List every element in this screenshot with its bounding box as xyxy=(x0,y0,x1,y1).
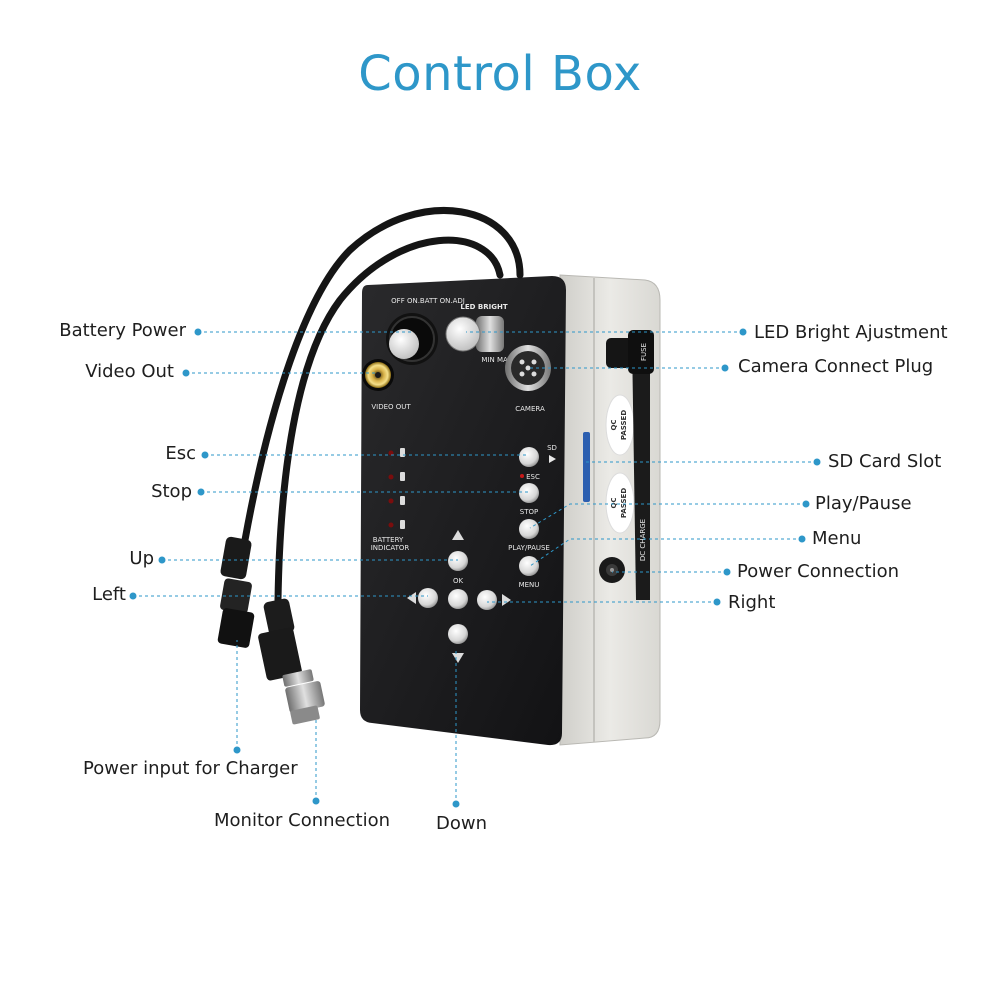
battery-indicator-label-1: BATTERY xyxy=(373,536,404,544)
callout-esc: Esc xyxy=(165,443,196,464)
callout-up: Up xyxy=(129,548,154,569)
callout-sd-card-slot: SD Card Slot xyxy=(828,451,942,472)
esc-panel-label: ESC xyxy=(526,473,540,481)
callout-stop: Stop xyxy=(151,481,192,502)
qc-sticker-2-line2: PASSED xyxy=(620,488,628,518)
sd-card-slot[interactable] xyxy=(583,432,590,502)
up-button[interactable] xyxy=(448,551,468,571)
callout-right: Right xyxy=(728,592,776,613)
down-arrow-icon xyxy=(452,653,464,663)
menu-panel-label: MENU xyxy=(519,581,540,589)
qc-sticker-1-line1: QC xyxy=(610,419,618,430)
play-pause-panel-label: PLAY/PAUSE xyxy=(508,544,550,552)
callout-power-connection: Power Connection xyxy=(737,561,899,582)
charge-label: DC CHARGE xyxy=(639,519,647,561)
battery-indicator-leds xyxy=(388,448,405,529)
power-connection-jack[interactable] xyxy=(599,557,625,583)
callout-led-bright-adjustment: LED Bright Ajustment xyxy=(754,322,948,343)
esc-led xyxy=(520,474,524,478)
ok-button[interactable] xyxy=(448,589,468,609)
camera-panel-label: CAMERA xyxy=(515,405,545,413)
callout-battery-power: Battery Power xyxy=(59,320,186,341)
switch-positions-label: OFF ON.BATT ON.ADJ xyxy=(391,297,465,305)
right-button[interactable] xyxy=(477,590,497,610)
sd-arrow-icon xyxy=(549,455,556,463)
battery-power-knob[interactable] xyxy=(386,313,438,365)
leader-dots xyxy=(129,328,821,808)
camera-connector[interactable] xyxy=(505,345,551,391)
cables xyxy=(241,207,524,604)
sd-panel-label: SD xyxy=(547,444,557,452)
monitor-connection-connector[interactable] xyxy=(257,598,325,725)
led-bright-label: LED BRIGHT xyxy=(460,303,507,311)
battery-indicator-label-2: INDICATOR xyxy=(371,544,410,552)
stop-panel-label: STOP xyxy=(520,508,538,516)
sd-esc-button[interactable] xyxy=(519,447,539,467)
callout-menu: Menu xyxy=(812,528,862,549)
led-bright-knob[interactable] xyxy=(445,316,504,352)
play-pause-button[interactable] xyxy=(519,519,539,539)
stop-button[interactable] xyxy=(519,483,539,503)
fuse-holder: FUSE xyxy=(606,330,654,374)
callout-power-input-charger: Power input for Charger xyxy=(83,758,298,779)
down-button[interactable] xyxy=(448,624,468,644)
qc-sticker-2-line1: QC xyxy=(610,497,618,508)
menu-button[interactable] xyxy=(519,556,539,576)
min-max-label: MIN MAX xyxy=(481,356,512,364)
callout-down: Down xyxy=(436,813,488,834)
left-button[interactable] xyxy=(418,588,438,608)
video-out-jack[interactable] xyxy=(362,359,394,391)
page-title: Control Box xyxy=(358,46,642,102)
qc-sticker-1-line2: PASSED xyxy=(620,410,628,440)
callout-left: Left xyxy=(92,584,126,605)
video-out-panel-label: VIDEO OUT xyxy=(371,403,411,411)
callout-camera-connect-plug: Camera Connect Plug xyxy=(738,356,934,377)
charger-input-connector[interactable] xyxy=(217,536,255,648)
right-arrow-icon xyxy=(502,594,511,606)
up-arrow-icon xyxy=(452,530,464,540)
fuse-label: FUSE xyxy=(640,343,648,361)
callout-monitor-connection: Monitor Connection xyxy=(214,810,390,831)
ok-panel-label: OK xyxy=(453,577,464,585)
front-panel xyxy=(360,276,566,746)
left-arrow-icon xyxy=(407,592,416,604)
callout-video-out: Video Out xyxy=(85,361,174,382)
callout-play-pause: Play/Pause xyxy=(815,493,912,514)
housing: QC PASSED QC PASSED DC CHARGE FUSE xyxy=(559,274,661,746)
leader-lines xyxy=(133,331,817,804)
